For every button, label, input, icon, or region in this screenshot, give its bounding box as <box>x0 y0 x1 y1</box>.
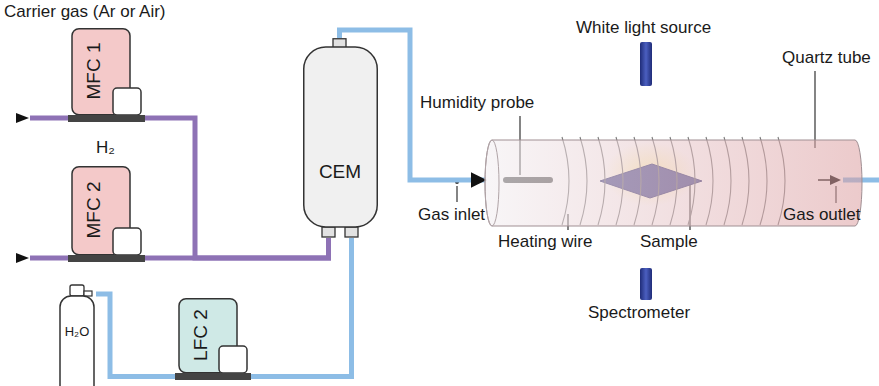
node-outline <box>68 166 145 262</box>
flow-line <box>96 294 175 377</box>
light-source-rod <box>640 42 652 86</box>
tube-end <box>485 140 499 226</box>
part-label: White light source <box>576 18 711 38</box>
mass-flow-controller: MFC 1 <box>68 28 145 122</box>
part-label: Sample <box>640 232 698 252</box>
controller-display <box>113 228 141 255</box>
flow-line <box>251 238 352 377</box>
evaporator-body <box>304 47 378 227</box>
part-label: Gas inlet <box>418 205 485 225</box>
node-text: MFC 2 <box>83 182 105 239</box>
gas-name: H₂ <box>96 138 115 158</box>
flow-line <box>145 118 329 258</box>
node-outline <box>175 298 251 380</box>
controller-base <box>68 115 145 122</box>
node-text: Quartz tube <box>782 48 871 68</box>
leader-line <box>814 71 815 148</box>
part-label: Spectrometer <box>588 303 690 323</box>
controller-display <box>113 88 141 115</box>
water-cylinder: H₂O <box>58 282 96 386</box>
gas-feed-line <box>30 116 70 121</box>
spectrometer-rod <box>640 268 652 300</box>
cylinder-outlet <box>84 291 92 296</box>
node-outline <box>68 28 145 122</box>
part-label: Heating wire <box>498 232 593 252</box>
part-label: Humidity probe <box>420 93 534 113</box>
flow-arrow <box>16 253 29 263</box>
node-text: H₂O <box>65 325 90 340</box>
flow-line <box>145 238 329 258</box>
port <box>322 227 335 237</box>
part-label: Gas outlet <box>783 205 861 225</box>
node-text: LFC 2 <box>190 309 212 361</box>
leader-line <box>456 186 457 202</box>
port <box>345 227 358 237</box>
node-text: MFC 1 <box>83 43 105 100</box>
node-text: CEM <box>319 161 361 183</box>
mass-flow-controller: MFC 2 <box>68 166 145 262</box>
controller-base <box>68 255 145 262</box>
flow-arrow <box>16 113 29 123</box>
carrier-gas-label: Carrier gas (Ar or Air) <box>4 2 166 22</box>
gas-feed-line <box>30 256 70 261</box>
cylinder-body <box>60 296 94 386</box>
controller-base <box>175 373 251 380</box>
node-outline <box>303 38 378 238</box>
cylinder-valve <box>70 285 84 296</box>
tube-body <box>485 140 862 226</box>
controller-display <box>219 346 247 373</box>
liquid-flow-controller: LFC 2 <box>175 298 251 380</box>
evaporator-mixer: CEM <box>303 38 378 238</box>
